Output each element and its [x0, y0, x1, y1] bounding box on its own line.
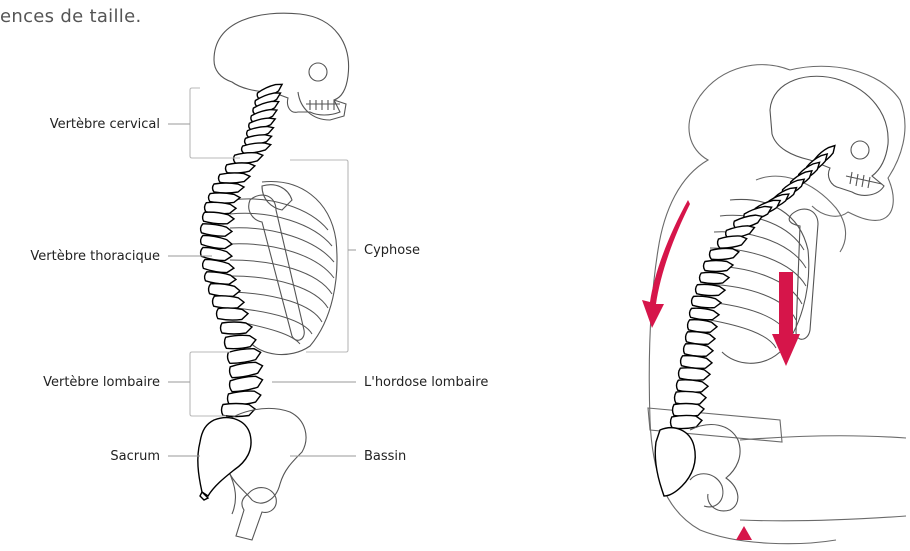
label-lordosis: L'hordose lombaire	[364, 375, 488, 390]
thigh-lower	[740, 516, 906, 521]
scapula	[262, 185, 292, 210]
label-pelvis: Bassin	[364, 449, 406, 464]
slouched-vertebra	[709, 247, 739, 260]
slouched-vertebra	[699, 272, 729, 284]
cervical-bracket	[190, 88, 240, 158]
label-kyphosis: Cyphose	[364, 243, 420, 258]
upright-vertebra	[227, 347, 262, 365]
slouched-humerus	[789, 209, 818, 339]
label-lumbar: Vertèbre lombaire	[43, 375, 160, 390]
slouched-eye-socket	[851, 141, 869, 159]
slouched-figure	[642, 65, 906, 544]
pressure-triangle-icon	[736, 526, 752, 540]
slouched-vertebra	[717, 234, 748, 249]
slouched-vertebra	[678, 367, 710, 381]
upright-vertebra	[213, 183, 245, 193]
slouched-vertebra	[695, 284, 725, 297]
curved-arrow-icon	[642, 200, 690, 328]
sitting-bone	[690, 474, 723, 507]
upright-vertebra	[224, 334, 256, 349]
slouched-vertebra	[704, 261, 734, 272]
upright-vertebra	[221, 322, 253, 334]
slouched-vertebra	[673, 404, 705, 417]
eye-socket	[309, 63, 327, 81]
upright-vertebra	[218, 172, 250, 183]
label-sacrum: Sacrum	[110, 449, 160, 464]
upright-vertebra	[225, 162, 255, 174]
skull	[214, 13, 349, 115]
sacrum	[198, 418, 251, 496]
upright-skeleton: Vertèbre cervical Vertèbre thoracique Ve…	[30, 13, 488, 540]
femur	[236, 488, 276, 540]
upright-vertebra	[216, 308, 248, 321]
slouched-vertebra	[691, 295, 721, 309]
spine	[200, 81, 285, 416]
label-thoracic: Vertèbre thoracique	[30, 249, 160, 264]
label-cervical: Vertèbre cervical	[50, 117, 160, 132]
slouched-sacrum	[655, 428, 695, 496]
rib-cage	[248, 182, 337, 355]
upright-vertebra	[212, 295, 244, 309]
thigh-upper	[740, 436, 906, 440]
